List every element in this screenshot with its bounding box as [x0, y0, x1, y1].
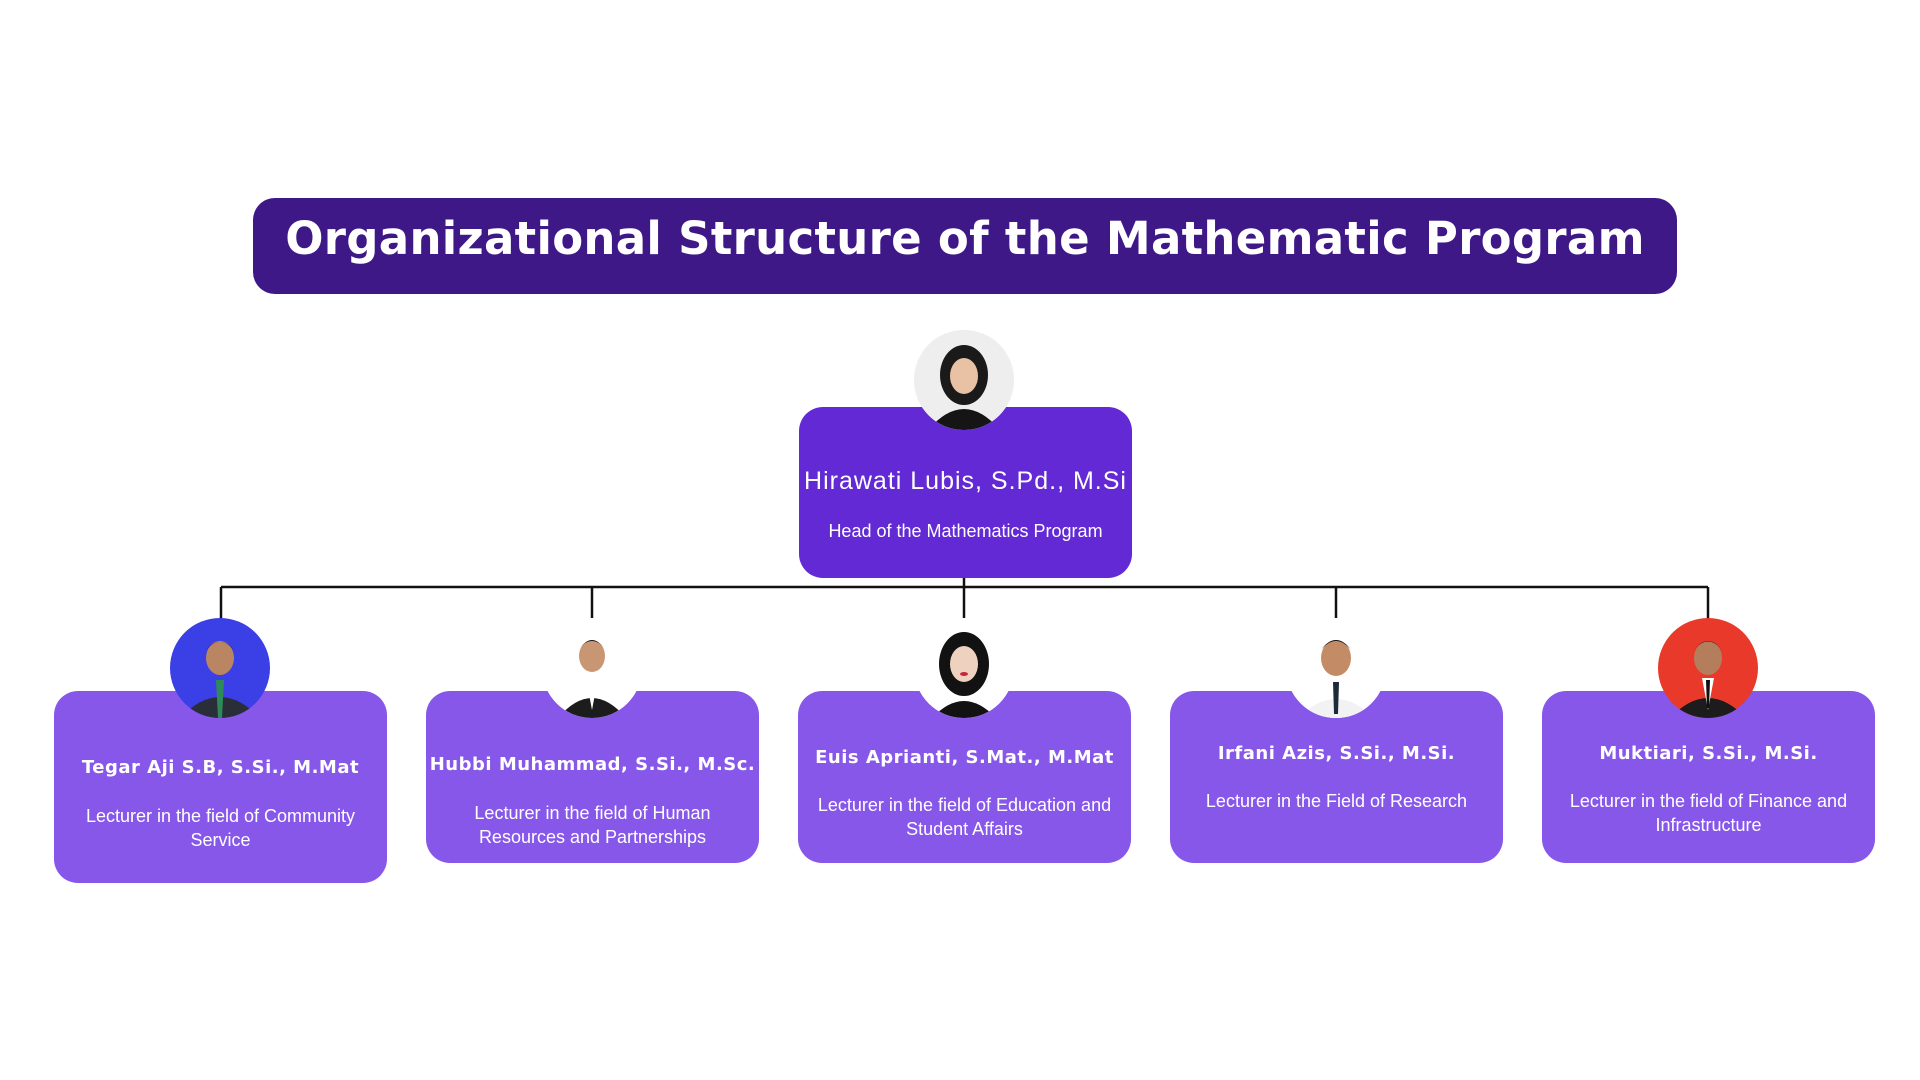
member-name: Hubbi Muhammad, S.Si., M.Sc. — [429, 754, 756, 775]
member-card-1: Tegar Aji S.B, S.Si., M.Mat Lecturer in … — [54, 691, 387, 883]
member-name: Euis Aprianti, S.Mat., M.Mat — [815, 747, 1114, 768]
member-role: Lecturer in the Field of Research — [1205, 791, 1468, 811]
member-name: Irfani Azis, S.Si., M.Si. — [1217, 743, 1456, 764]
member-avatar-4 — [1286, 618, 1386, 718]
member-avatar-1 — [170, 618, 270, 718]
member-role: Lecturer in the field of Finance and Inf… — [1569, 791, 1848, 835]
page-title: Organizational Structure of the Mathemat… — [285, 212, 1645, 265]
head-avatar — [914, 330, 1014, 430]
member-avatar-5 — [1658, 618, 1758, 718]
member-role: Lecturer in the field of Education and S… — [817, 795, 1112, 839]
member-avatar-2 — [542, 618, 642, 718]
member-card-3: Euis Aprianti, S.Mat., M.Mat Lecturer in… — [798, 691, 1131, 863]
title-banner: Organizational Structure of the Mathemat… — [253, 198, 1677, 294]
head-role: Head of the Mathematics Program — [828, 521, 1103, 541]
head-card: Hirawati Lubis, S.Pd., M.Si Head of the … — [799, 407, 1132, 578]
member-avatar-3 — [914, 618, 1014, 718]
member-role: Lecturer in the field of Human Resources… — [474, 803, 711, 847]
member-card-4: Irfani Azis, S.Si., M.Si. Lecturer in th… — [1170, 691, 1503, 863]
member-name: Tegar Aji S.B, S.Si., M.Mat — [81, 757, 360, 778]
member-card-5: Muktiari, S.Si., M.Si. Lecturer in the f… — [1542, 691, 1875, 863]
member-name: Muktiari, S.Si., M.Si. — [1599, 743, 1818, 764]
head-name: Hirawati Lubis, S.Pd., M.Si — [804, 467, 1127, 495]
member-card-2: Hubbi Muhammad, S.Si., M.Sc. Lecturer in… — [426, 691, 759, 863]
member-role: Lecturer in the field of Community Servi… — [85, 806, 356, 850]
